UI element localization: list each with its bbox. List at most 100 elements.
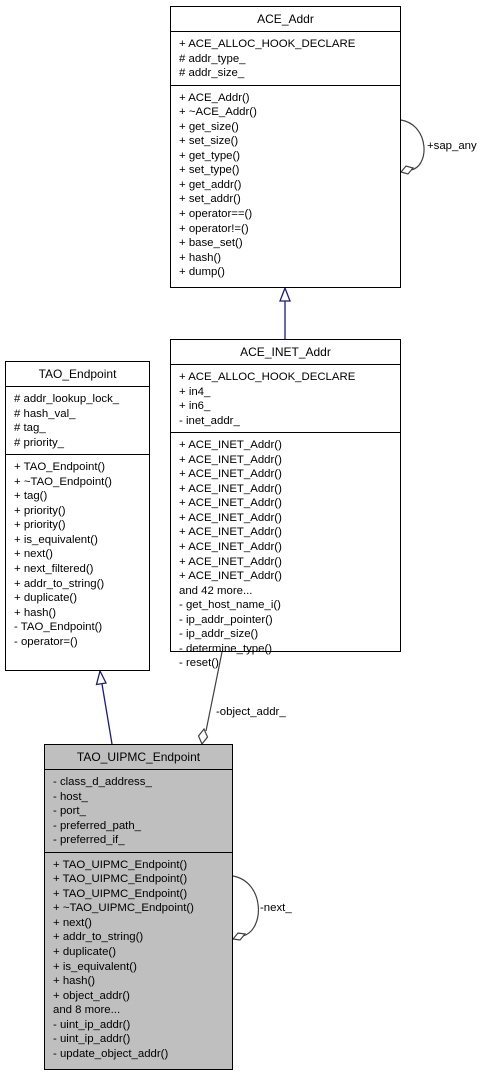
next-diamond [231,932,247,941]
class-member: + get_addr() [179,178,242,191]
class-member: + ACE_INET_Addr() [179,468,282,481]
class-title: TAO_UIPMC_Endpoint [76,750,201,764]
class-member: + is_equivalent() [14,533,98,546]
class-member: + ACE_INET_Addr() [179,526,282,539]
class-member: + ~ACE_Addr() [179,106,257,119]
class-member: - preferred_path_ [53,819,142,832]
class-member: + set_size() [179,135,239,148]
class-member: - uint_ip_addr() [53,1018,131,1031]
attributes-section: - class_d_address_- host_- port_- prefer… [45,769,232,852]
class-member: + ACE_INET_Addr() [179,570,282,583]
class-member: + base_set() [179,237,243,250]
class-member: + hash() [53,975,96,988]
class-member: # priority_ [14,436,65,449]
methods-section: + TAO_UIPMC_Endpoint()+ TAO_UIPMC_Endpoi… [45,851,232,1066]
class-ace-addr[interactable]: ACE_Addr + ACE_ALLOC_HOOK_DECLARE # addr_… [170,6,401,288]
class-member: # addr_lookup_lock_ [14,393,120,405]
class-member: # tag_ [14,422,46,435]
attributes-section: + ACE_ALLOC_HOOK_DECLARE # addr_type_ # ad… [171,31,400,85]
class-member: + ACE_INET_Addr() [179,482,282,495]
object-addr-link [205,651,223,732]
class-member: + duplicate() [14,592,77,605]
class-member: + operator==() [179,208,253,221]
class-member: - update_object_addr() [53,1047,169,1060]
class-member: - class_d_address_ [53,776,152,788]
object-addr-diamond [197,727,209,746]
class-member: - get_host_name_i() [179,599,281,612]
class-member: + set_addr() [179,193,241,206]
class-member: + dump() [179,266,225,279]
class-title: ACE_Addr [257,12,314,26]
class-member: + in4_ [179,385,211,398]
class-tao-endpoint[interactable]: TAO_Endpoint # addr_lookup_lock_ # hash_v… [5,361,150,671]
class-member: + priority() [14,504,66,517]
attributes-section: # addr_lookup_lock_ # hash_val_ # tag_# pr… [6,386,149,454]
class-member: and 8 more... [53,1004,121,1017]
class-member: + set_type() [179,164,240,177]
class-member: + next() [53,916,92,929]
class-member: + TAO_UIPMC_Endpoint() [53,887,188,900]
class-member: + hash() [179,251,222,264]
class-member: - ip_addr_size() [179,628,259,641]
sap-any-self-link [400,119,425,171]
sap-any-diamond [399,165,415,175]
class-member: # hash_val_ [14,407,76,420]
class-member: - uint_ip_addr() [53,1033,131,1046]
inheritance-line-uipmc-to-endpoint [101,683,113,745]
class-member: + ~TAO_UIPMC_Endpoint() [53,902,194,915]
class-member: # addr_size_ [179,67,245,80]
class-member: + is_equivalent() [53,960,137,973]
class-member: - host_ [53,790,88,803]
class-member: # addr_type_ [179,52,246,65]
class-member: - determine_type() [179,642,273,655]
class-member: - operator=() [14,635,78,648]
class-member: + ACE_Addr() [179,91,250,104]
class-title: TAO_Endpoint [38,367,117,381]
methods-section: + ACE_Addr() + ~ACE_Addr()+ get_size() + s… [171,84,400,284]
class-member: + get_size() [179,120,239,133]
class-member: - inet_addr_ [179,414,240,427]
class-member: - port_ [53,805,86,818]
class-member: - preferred_if_ [53,834,125,847]
class-member: + TAO_UIPMC_Endpoint() [53,873,188,886]
class-member: + get_type() [179,149,241,162]
next-self-link [232,875,260,937]
class-member: + duplicate() [53,946,116,959]
class-member: + ACE_INET_Addr() [179,497,282,510]
class-member: + ACE_INET_Addr() [179,555,282,568]
methods-section: + TAO_Endpoint()+ ~TAO_Endpoint() + tag()… [6,454,149,653]
methods-section: + ACE_INET_Addr()+ ACE_INET_Addr()+ ACE_… [171,432,400,675]
class-member: + in6_ [179,400,211,413]
object-addr-label: -object_addr_ [216,706,286,718]
class-member: + ACE_INET_Addr() [179,541,282,554]
class-member: + ACE_ALLOC_HOOK_DECLARE [179,38,356,50]
class-member: - TAO_Endpoint() [14,621,103,634]
class-member: and 42 more... [179,584,253,597]
class-member: + object_addr() [53,989,130,1002]
class-member: + hash() [14,606,57,619]
class-member: + ACE_ALLOC_HOOK_DECLARE [179,371,356,383]
class-member: + ACE_INET_Addr() [179,453,282,466]
class-member: + TAO_UIPMC_Endpoint() [53,858,188,871]
class-member: + addr_to_string() [53,931,144,944]
class-member: + priority() [14,519,66,532]
class-member: - ip_addr_pointer() [179,613,273,626]
class-title: ACE_INET_Addr [240,345,331,359]
inheritance-arrow-ace-addr [279,286,291,302]
inheritance-arrow-tao-endpoint [95,669,107,686]
class-member: - reset() [179,657,219,670]
class-member: + operator!=() [179,222,249,235]
class-member: + TAO_Endpoint() [14,461,106,474]
class-member: + next_filtered() [14,563,94,576]
class-tao-uipmc-endpoint[interactable]: TAO_UIPMC_Endpoint - class_d_address_ - h… [44,744,233,1070]
class-member: + addr_to_string() [14,577,105,590]
sap-any-label: +sap_any [427,140,477,152]
class-member: + ACE_INET_Addr() [179,439,282,452]
class-ace-inet-addr[interactable]: ACE_INET_Addr + ACE_ALLOC_HOOK_DECLARE+ … [170,339,401,669]
class-member: + next() [14,548,53,561]
next-label: -next_ [260,902,292,914]
class-member: + tag() [14,490,48,503]
class-member: + ~TAO_Endpoint() [14,475,112,488]
attributes-section: + ACE_ALLOC_HOOK_DECLARE + in4_ + in6_- in… [171,364,400,432]
